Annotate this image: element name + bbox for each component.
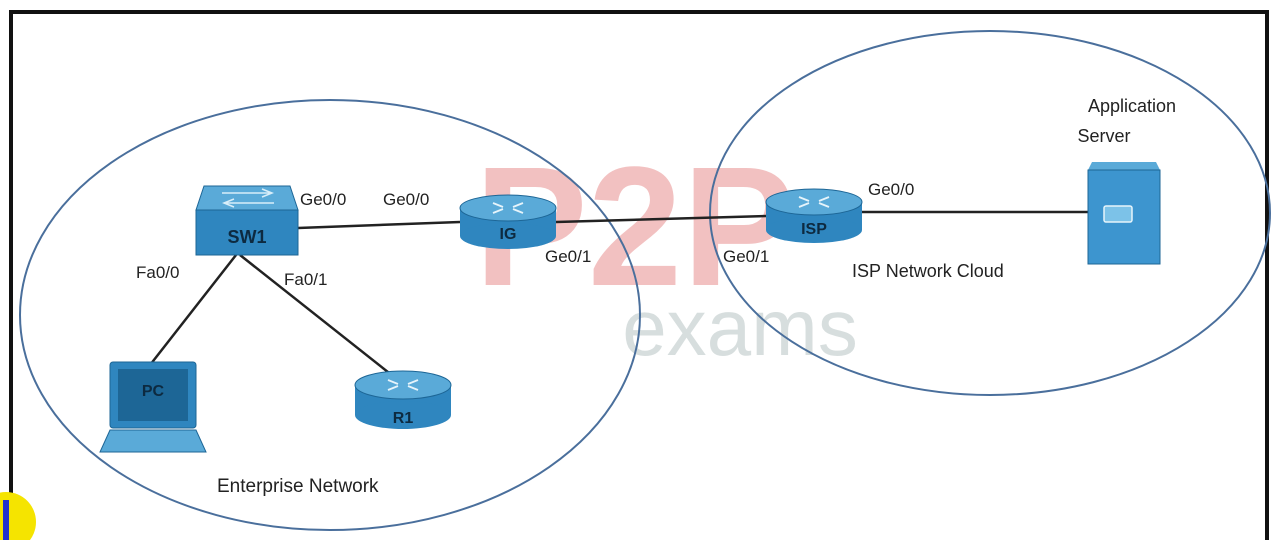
sw1-switch-top <box>195 185 299 211</box>
iface-isp-ge00: Ge0/0 <box>868 180 914 199</box>
iface-sw1-ge00: Ge0/0 <box>300 190 346 209</box>
link-ig-isp <box>555 214 767 224</box>
isp-router-top <box>765 188 863 216</box>
pc-laptop[interactable]: PC <box>99 361 207 453</box>
enterprise-network-cloud <box>19 99 641 531</box>
server-label-line2: Server <box>1077 126 1130 146</box>
iface-sw1-fa01: Fa0/1 <box>284 270 327 289</box>
r1-router-bottom <box>355 401 451 429</box>
server-top <box>1088 162 1160 170</box>
link-sw1-pc <box>149 254 237 366</box>
ig-router-bottom <box>460 223 556 249</box>
isp-router-bottom <box>766 217 862 243</box>
r1-router[interactable]: R1 <box>354 370 452 429</box>
link-sw1-r1 <box>239 254 399 381</box>
sw1-switch-body <box>195 209 299 256</box>
router-arrows-icon <box>387 379 419 391</box>
pc-label: PC <box>142 383 165 400</box>
ig-router[interactable]: IG <box>459 194 557 249</box>
isp-network-cloud <box>709 30 1271 396</box>
switch-arrows-icon <box>221 188 275 208</box>
iface-ig-ge01: Ge0/1 <box>545 247 591 266</box>
enterprise-network-label: Enterprise Network <box>217 476 379 497</box>
pc-screen <box>118 369 188 421</box>
sw1-switch[interactable]: SW1 <box>195 185 299 256</box>
isp-network-cloud-label: ISP Network Cloud <box>852 261 1004 281</box>
router-arrows-icon <box>798 196 830 208</box>
iface-isp-ge01: Ge0/1 <box>723 247 769 266</box>
ig-router-top <box>459 194 557 222</box>
sw1-label: SW1 <box>227 227 266 247</box>
isp-router[interactable]: ISP <box>765 188 863 243</box>
ig-label: IG <box>500 226 517 243</box>
application-server[interactable]: Application Server <box>1077 96 1176 265</box>
iface-sw1-fa00: Fa0/0 <box>136 263 179 282</box>
server-label-line1: Application <box>1088 96 1176 116</box>
r1-router-top <box>354 370 452 400</box>
isp-label: ISP <box>801 221 827 238</box>
router-arrows-icon <box>492 202 524 214</box>
server-drive-icon <box>1103 205 1133 223</box>
r1-label: R1 <box>393 410 414 427</box>
iface-ig-ge00: Ge0/0 <box>383 190 429 209</box>
pc-keyboard-base <box>99 429 207 453</box>
link-sw1-ig <box>297 220 461 230</box>
cursor-marker <box>3 500 9 540</box>
